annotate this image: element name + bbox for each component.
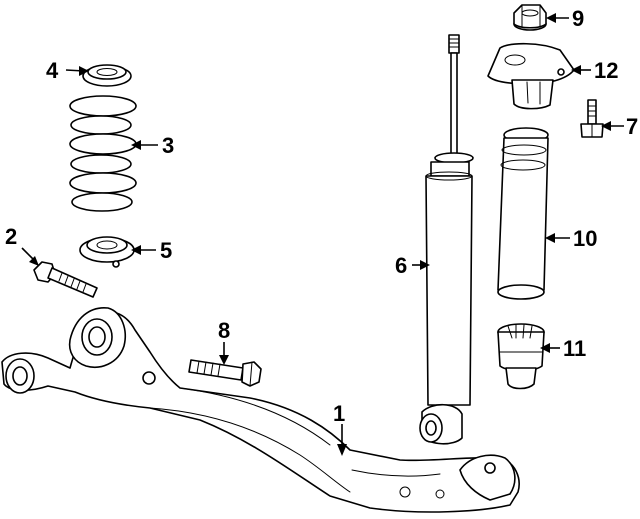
callout-3: 3 [162, 133, 174, 158]
dust-boot [497, 127, 549, 300]
callout-2: 2 [5, 224, 17, 249]
callout-labels: 1 2 3 4 5 6 7 8 9 10 11 12 [5, 6, 638, 426]
axle-beam [1, 307, 520, 513]
callout-4: 4 [46, 58, 59, 83]
callout-7: 7 [626, 114, 638, 139]
shock-absorber [419, 34, 474, 445]
callout-6: 6 [395, 253, 407, 278]
callout-11: 11 [563, 336, 586, 361]
lower-spring-seat [79, 236, 135, 268]
callout-12: 12 [594, 58, 618, 83]
callout-9: 9 [572, 6, 584, 31]
callout-1: 1 [333, 401, 345, 426]
callout-10: 10 [573, 226, 597, 251]
bolt-7 [580, 99, 604, 138]
nut-9 [513, 4, 547, 31]
leader-lines [21, 13, 624, 456]
callout-8: 8 [218, 318, 230, 343]
upper-mount [487, 42, 575, 110]
bump-stop [497, 323, 545, 390]
bolt-8 [188, 359, 262, 387]
bolt-2 [33, 261, 98, 298]
callout-5: 5 [160, 238, 172, 263]
upper-spring-seat [82, 64, 132, 87]
coil-spring [69, 95, 137, 212]
